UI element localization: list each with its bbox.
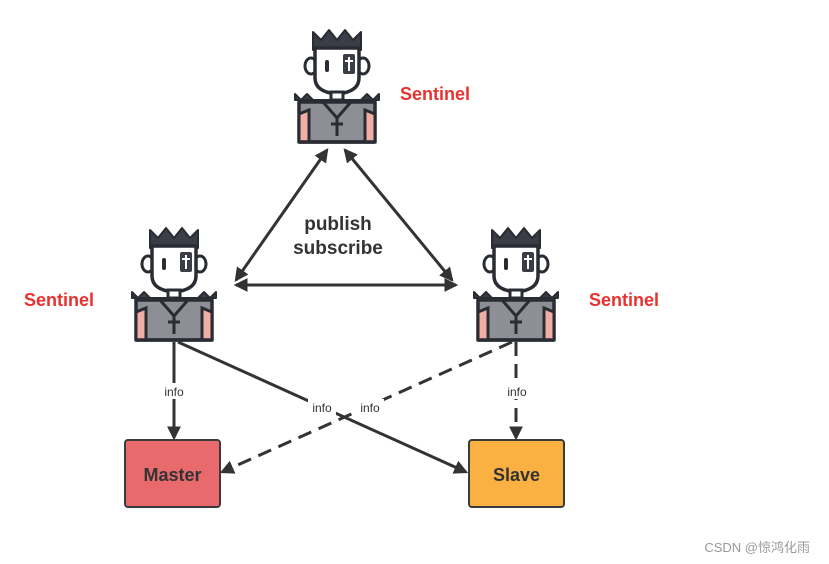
arrow-top-right <box>343 148 454 282</box>
slave-node: Slave <box>468 439 565 508</box>
info-label-left-master: info <box>164 385 184 399</box>
sentinel-right-label: Sentinel <box>589 290 659 310</box>
sentinel-left-label: Sentinel <box>24 290 94 310</box>
channel-label-subscribe: subscribe <box>293 238 383 259</box>
master-label: Master <box>143 465 201 485</box>
arrow-top-left <box>234 148 329 282</box>
info-label-right-master: info <box>360 401 380 415</box>
sentinel-left: Sentinel <box>24 226 218 342</box>
sentinel-left-icon <box>130 226 218 342</box>
info-label-right-slave: info <box>507 385 527 399</box>
master-node: Master <box>124 439 221 508</box>
watermark: CSDN @惊鸿化雨 <box>704 540 810 555</box>
sentinel-top: Sentinel <box>293 28 470 144</box>
info-label-left-slave: info <box>312 401 332 415</box>
slave-label: Slave <box>493 465 540 485</box>
sentinel-top-icon <box>293 28 381 144</box>
sentinel-right: Sentinel <box>472 226 659 342</box>
sentinel-top-label: Sentinel <box>400 84 470 104</box>
channel-label-publish: publish <box>304 214 372 235</box>
sentinel-right-icon <box>472 226 560 342</box>
